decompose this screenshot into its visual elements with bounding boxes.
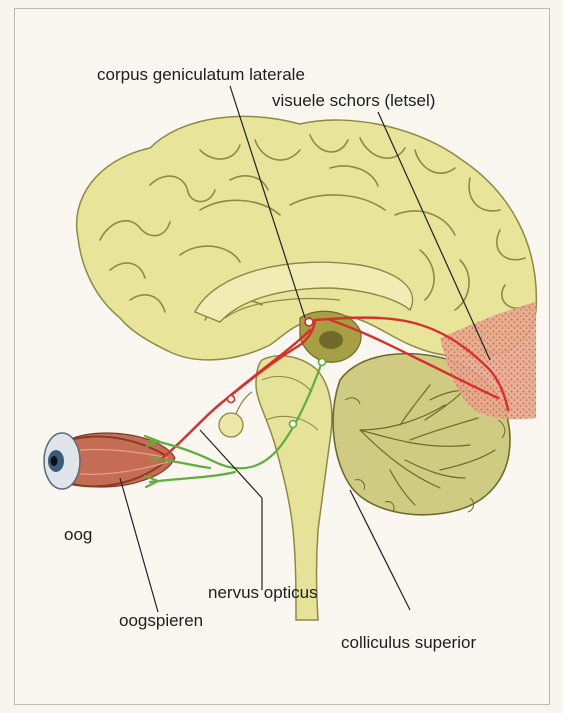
label-colliculus-superior: colliculus superior [341,633,476,652]
pituitary [219,413,243,437]
leader-nervus-opticus-b [200,430,262,498]
label-oogspieren: oogspieren [119,611,203,630]
corpus-geniculatum-node [305,318,313,326]
label-visuele-schors: visuele schors (letsel) [272,91,435,110]
label-oog: oog [64,525,92,544]
leader-oogspieren [120,478,158,612]
label-nervus-opticus: nervus opticus [208,583,318,602]
label-corpus-geniculatum: corpus geniculatum laterale [97,65,305,84]
brainstem [256,356,332,620]
